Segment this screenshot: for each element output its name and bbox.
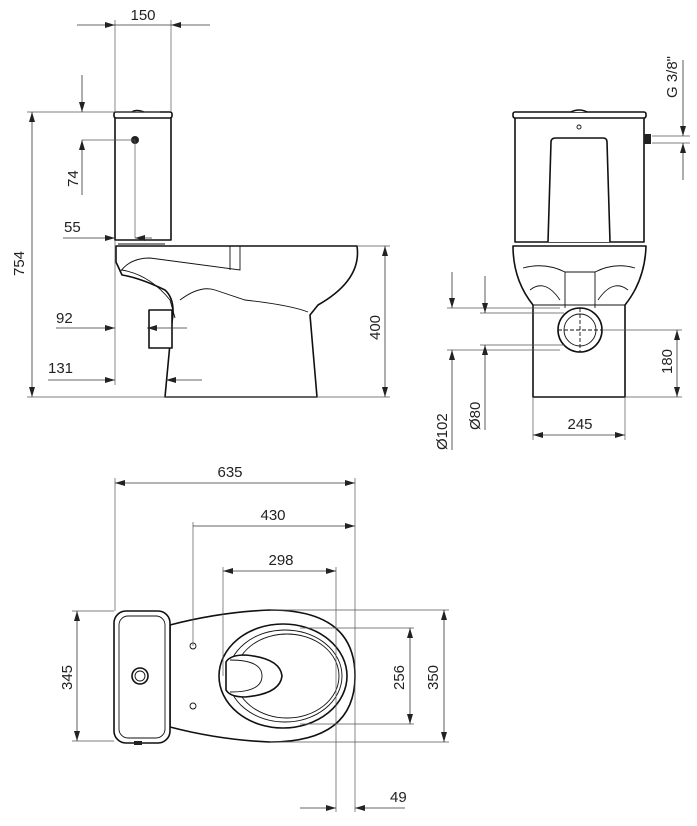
dim-49: 49 bbox=[390, 789, 407, 806]
dim-298: 298 bbox=[268, 552, 293, 569]
tank-panel-front bbox=[547, 137, 611, 243]
dim-345: 345 bbox=[59, 665, 76, 690]
tank-lid-side bbox=[113, 111, 173, 119]
tank-side bbox=[114, 116, 172, 241]
dim-430: 430 bbox=[260, 507, 285, 524]
outlet-side bbox=[148, 309, 173, 349]
water-inlet-front bbox=[644, 134, 651, 144]
side-view: 150 74 754 55 92 131 400 bbox=[11, 7, 390, 398]
fixing-hole-2 bbox=[189, 702, 197, 710]
flush-button-top bbox=[131, 667, 149, 685]
dim-245: 245 bbox=[567, 416, 592, 433]
dim-92: 92 bbox=[56, 310, 73, 327]
dim-55: 55 bbox=[64, 219, 81, 236]
tank-lid-front bbox=[512, 111, 647, 119]
dim-d80: Ø80 bbox=[467, 402, 484, 430]
front-view: G 3/8" Ø102 Ø80 180 245 bbox=[434, 56, 690, 450]
trapway-side bbox=[119, 246, 309, 319]
trapway-front bbox=[513, 245, 646, 308]
flush-button-side bbox=[131, 109, 145, 113]
seat-outer-top bbox=[218, 623, 348, 729]
dim-180: 180 bbox=[659, 349, 676, 374]
drain-top bbox=[225, 654, 283, 698]
dim-74: 74 bbox=[65, 170, 82, 187]
dim-400: 400 bbox=[367, 315, 384, 340]
dim-635: 635 bbox=[217, 464, 242, 481]
dim-256: 256 bbox=[391, 665, 408, 690]
top-view: 635 430 298 345 256 350 49 bbox=[59, 464, 449, 812]
dim-d102: Ø102 bbox=[434, 413, 451, 450]
hole-front bbox=[576, 124, 582, 130]
dim-350: 350 bbox=[425, 665, 442, 690]
dim-150: 150 bbox=[130, 7, 155, 24]
dim-131: 131 bbox=[48, 360, 73, 377]
dim-g38: G 3/8" bbox=[664, 56, 681, 98]
dim-754: 754 bbox=[11, 251, 28, 276]
